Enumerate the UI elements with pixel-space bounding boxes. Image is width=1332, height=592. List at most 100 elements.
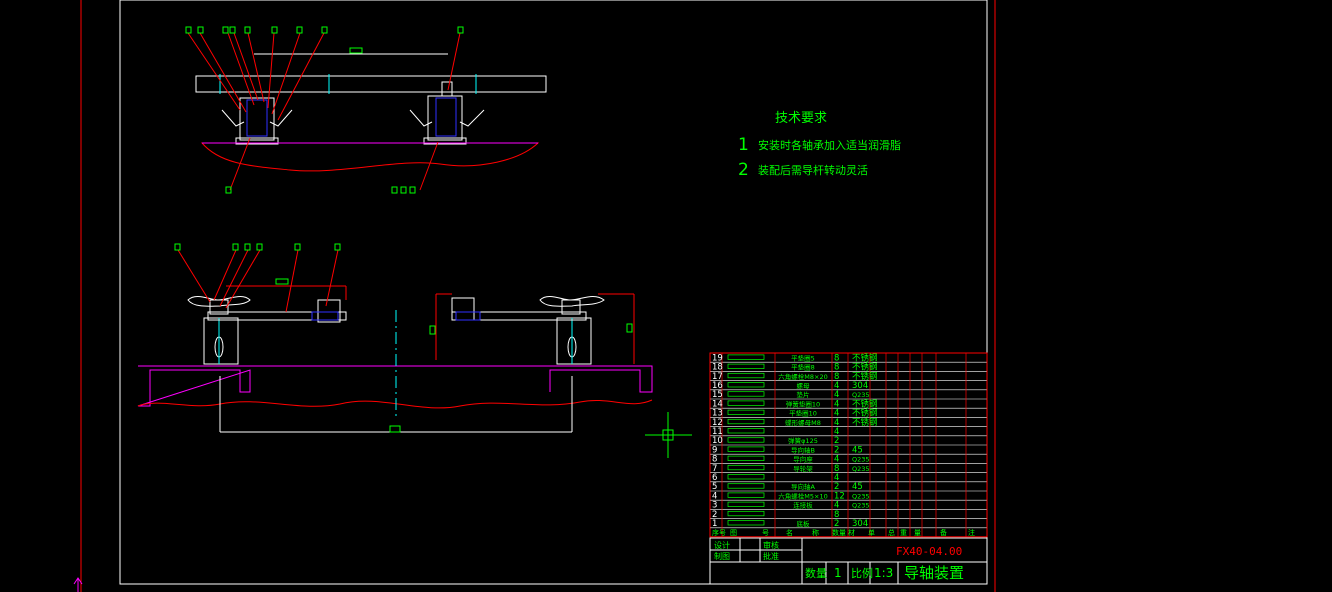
bom-material: 45 [852,482,863,492]
bom-part-code [727,510,765,517]
bom-part-name: 六角螺栓M5×10 [778,491,827,500]
bom-qty: 2 [834,445,839,455]
right-guide-unit-top [409,81,485,145]
bom-header-cell: 称 [812,528,819,537]
bom-part-code [727,464,765,471]
bom-material: Q235 [852,391,870,399]
front-view-leaders [177,249,339,313]
bom-row-number: 11 [712,427,723,437]
ucs-arrow-icon [73,577,83,592]
bom-qty: 4 [834,418,839,428]
bom-qty: 8 [834,510,839,520]
drawing-number: FX40-04.00 [896,545,962,558]
bom-part-name: 弹簧垫圈10 [786,399,820,408]
note-1-text: 安装时各轴承加入适当润滑脂 [758,138,901,152]
bom-part-code [727,474,765,480]
bom-row-number: 18 [712,363,723,373]
bom-material: 304 [852,519,868,529]
drawing-title: 导轴装置 [904,564,964,582]
qty-value: 1 [834,566,842,580]
bom-part-name: 弹簧φ125 [788,436,818,445]
front-view-assembly [137,249,653,433]
front-view-balloons [174,243,341,251]
bom-part-code [727,446,765,452]
bom-row: 18 平垫圈8 8 不锈钢 [712,362,878,373]
bom-header-cell: 重 [900,529,907,537]
bom-material: 45 [852,445,863,455]
bom-part-name: 导向轴A [791,482,816,491]
top-view-balloons [185,26,464,194]
bom-row-number: 1 [712,519,717,529]
bom-qty: 4 [834,473,839,483]
bom-part-code [727,492,765,498]
approve-label: 批准 [763,551,779,561]
bom-header-cell: 单 [868,528,875,537]
title-block: 设计 审核 制图 批准 FX40-04.00 数量 1 比例 1:3 导轴装置 [709,537,988,585]
bom-qty: 8 [834,363,839,373]
bom-part-name: 导向轴B [791,445,815,454]
bom-part-code [727,363,765,369]
bom-part-name: 连接板 [793,501,813,510]
bom-header-cell: 号 [762,529,769,537]
bom-qty: 8 [834,372,839,382]
bom-qty: 2 [834,482,839,492]
bom-row-number: 12 [712,418,723,428]
bom-qty: 8 [834,353,839,363]
bom-part-name: 蝶形螺母M8 [785,418,821,427]
bom-material: 不锈钢 [852,362,878,373]
bom-material: 不锈钢 [852,408,878,419]
scale-value: 1:3 [874,566,893,580]
bom-part-code [727,391,765,397]
bom-row-number: 8 [712,455,717,465]
bom-qty: 12 [834,491,845,501]
bom-part-code [727,382,765,388]
notes-title: 技术要求 [775,111,827,126]
bom-part-code [727,409,765,415]
bom-header-cell: 总 [888,528,895,537]
note-2-number: 2 [738,160,749,180]
bom-part-name: 平垫圈8 [791,363,815,372]
bom-material: Q235 [852,492,870,500]
bom-qty: 2 [834,519,839,529]
note-2-text: 装配后需导杆转动灵活 [758,163,868,177]
bom-material: 304 [852,381,868,391]
bom-part-code [727,520,765,526]
bom-qty: 4 [834,427,839,437]
bom-part-code [727,354,765,360]
qty-label: 数量 [805,567,827,580]
bom-part-name: 六角螺栓M8×20 [778,372,827,381]
bom-row-number: 19 [712,353,723,363]
bom-qty: 4 [834,390,839,400]
bom-qty: 4 [834,381,839,391]
bom-qty: 8 [834,464,839,474]
bom-part-name: 平垫圈5 [791,353,815,362]
bom-part-code [727,501,765,507]
bom-row: 19 平垫圈5 8 不锈钢 [712,352,878,363]
note-1-number: 1 [738,135,749,155]
bom-row-number: 10 [712,436,723,446]
bom-header-cell: 图 [730,529,737,537]
bom-part-name: 导向座 [793,455,813,464]
bom-row-number: 2 [712,510,717,520]
bom-material: Q235 [852,502,870,510]
bom-material: 不锈钢 [852,352,878,363]
left-guide-unit-top [221,97,293,145]
top-view-leaders [187,32,461,191]
bom-part-code [727,437,765,443]
technical-notes: 技术要求 1 安装时各轴承加入适当润滑脂 2 装配后需导杆转动灵活 [738,111,901,180]
bom-header-cell: 序号 [712,528,726,537]
